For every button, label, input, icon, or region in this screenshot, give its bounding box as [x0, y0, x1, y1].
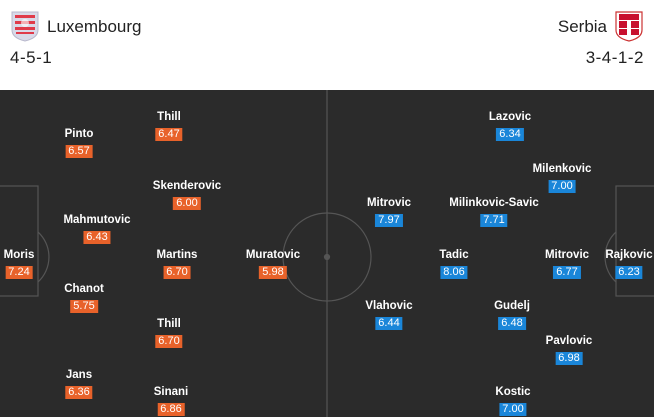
- player-card[interactable]: Thill 6.47: [155, 110, 183, 142]
- player-card[interactable]: Tadic 8.06: [439, 248, 469, 280]
- player-name: Milinkovic-Savic: [449, 197, 539, 209]
- player-card[interactable]: Sinani 6.86: [153, 385, 189, 417]
- player-name: Sinani: [153, 386, 189, 398]
- player-rating: 7.00: [499, 403, 527, 416]
- home-team-name[interactable]: Luxembourg: [47, 17, 142, 36]
- player-name: Vlahovic: [365, 300, 413, 312]
- player-rating: 6.34: [496, 128, 524, 141]
- player-card[interactable]: Gudelj 6.48: [494, 299, 530, 331]
- player-card[interactable]: Martins 6.70: [156, 248, 198, 280]
- player-rating: 6.70: [163, 266, 191, 279]
- player-name: Milenkovic: [532, 163, 592, 175]
- player-name: Kostic: [495, 386, 531, 398]
- player-card[interactable]: Thill 6.70: [155, 317, 183, 349]
- pitch-markings: [0, 90, 654, 417]
- player-card[interactable]: Skenderovic 6.00: [153, 179, 221, 211]
- player-card[interactable]: Mahmutovic 6.43: [63, 213, 131, 245]
- football-pitch: Moris 7.24 Pinto 6.57 Mahmutovic 6.43 Ch…: [0, 90, 654, 417]
- player-card[interactable]: Pavlovic 6.98: [545, 334, 593, 366]
- serbia-crest-icon: [614, 10, 644, 42]
- player-rating: 8.06: [440, 266, 468, 279]
- player-name: Thill: [157, 111, 181, 123]
- player-rating: 5.75: [70, 300, 98, 313]
- player-name: Mitrovic: [544, 249, 590, 261]
- player-name: Jans: [65, 369, 93, 381]
- player-name: Lazovic: [488, 111, 532, 123]
- player-card[interactable]: Moris 7.24: [3, 248, 35, 280]
- player-card[interactable]: Muratovic 5.98: [246, 248, 300, 280]
- away-formation: 3-4-1-2: [585, 48, 644, 67]
- player-name: Mahmutovic: [63, 214, 131, 226]
- player-name: Chanot: [64, 283, 104, 295]
- player-card[interactable]: Jans 6.36: [65, 368, 93, 400]
- player-rating: 6.70: [155, 335, 183, 348]
- player-card[interactable]: Milenkovic 7.00: [532, 162, 592, 194]
- luxembourg-crest-icon: [10, 10, 40, 42]
- player-card[interactable]: Mitrovic 7.97: [367, 196, 411, 228]
- player-name: Gudelj: [494, 300, 530, 312]
- player-rating: 6.98: [555, 352, 583, 365]
- player-name: Tadic: [439, 249, 469, 261]
- player-name: Skenderovic: [152, 180, 222, 192]
- player-rating: 7.24: [5, 266, 33, 279]
- player-rating: 6.23: [615, 266, 643, 279]
- match-lineup-header: Luxembourg 4-5-1 Serbia 3-4-1-2: [0, 0, 654, 90]
- player-rating: 7.00: [548, 180, 576, 193]
- player-name: Martins: [156, 249, 198, 261]
- player-rating: 6.57: [65, 145, 93, 158]
- player-card[interactable]: Kostic 7.00: [495, 385, 531, 417]
- away-team-name[interactable]: Serbia: [557, 17, 607, 36]
- player-name: Moris: [3, 249, 35, 261]
- player-rating: 6.77: [553, 266, 581, 279]
- player-name: Pavlovic: [545, 335, 593, 347]
- player-name: Pinto: [64, 128, 94, 140]
- player-rating: 6.43: [83, 231, 111, 244]
- player-rating: 6.48: [498, 317, 526, 330]
- player-rating: 6.36: [65, 386, 93, 399]
- player-card[interactable]: Pinto 6.57: [64, 127, 94, 159]
- home-formation: 4-5-1: [10, 48, 53, 67]
- player-rating: 6.47: [155, 128, 183, 141]
- player-name: Rajkovic: [605, 249, 653, 261]
- player-card[interactable]: Chanot 5.75: [64, 282, 104, 314]
- player-card[interactable]: Rajkovic 6.23: [605, 248, 653, 280]
- player-rating: 5.98: [259, 266, 287, 279]
- player-card[interactable]: Milinkovic-Savic 7.71: [449, 196, 539, 228]
- player-rating: 6.00: [173, 197, 201, 210]
- player-rating: 6.86: [157, 403, 185, 416]
- player-rating: 6.44: [375, 317, 403, 330]
- player-name: Muratovic: [245, 249, 301, 261]
- player-rating: 7.71: [480, 214, 508, 227]
- player-name: Thill: [157, 318, 181, 330]
- player-name: Mitrovic: [366, 197, 412, 209]
- player-card[interactable]: Vlahovic 6.44: [365, 299, 413, 331]
- player-card[interactable]: Mitrovic 6.77: [545, 248, 589, 280]
- player-card[interactable]: Lazovic 6.34: [489, 110, 531, 142]
- player-rating: 7.97: [375, 214, 403, 227]
